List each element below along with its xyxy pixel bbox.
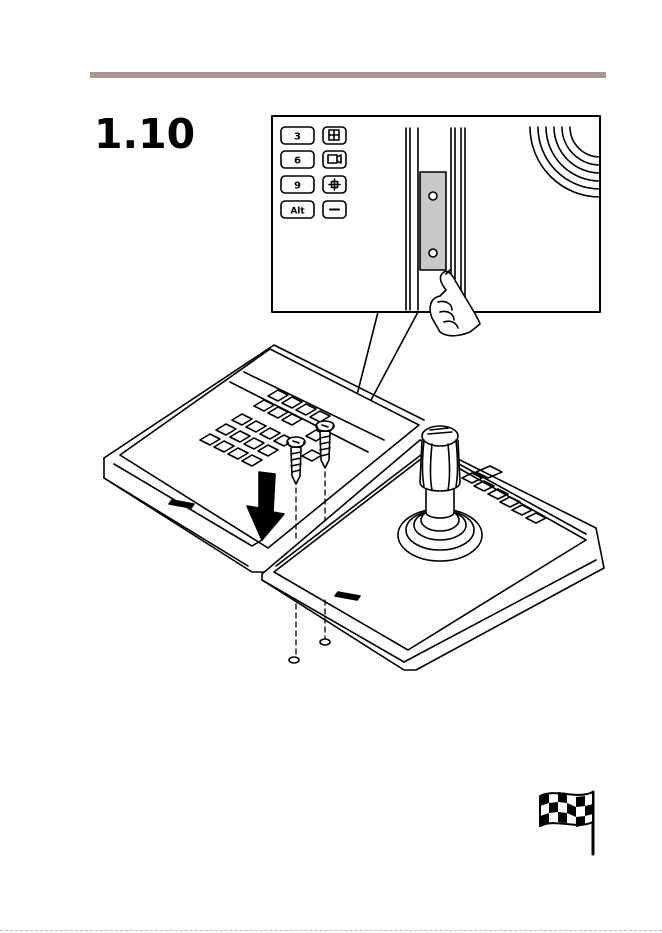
axis-logo	[169, 500, 194, 508]
screw-hole	[289, 657, 299, 663]
key-label: 9	[294, 181, 301, 192]
checkered-flag-icon	[540, 792, 593, 854]
page-edge	[0, 929, 662, 931]
key-label: Alt	[290, 207, 305, 217]
key-label: 6	[294, 156, 301, 167]
screw-hole	[320, 639, 330, 645]
key-label: 3	[294, 132, 301, 143]
